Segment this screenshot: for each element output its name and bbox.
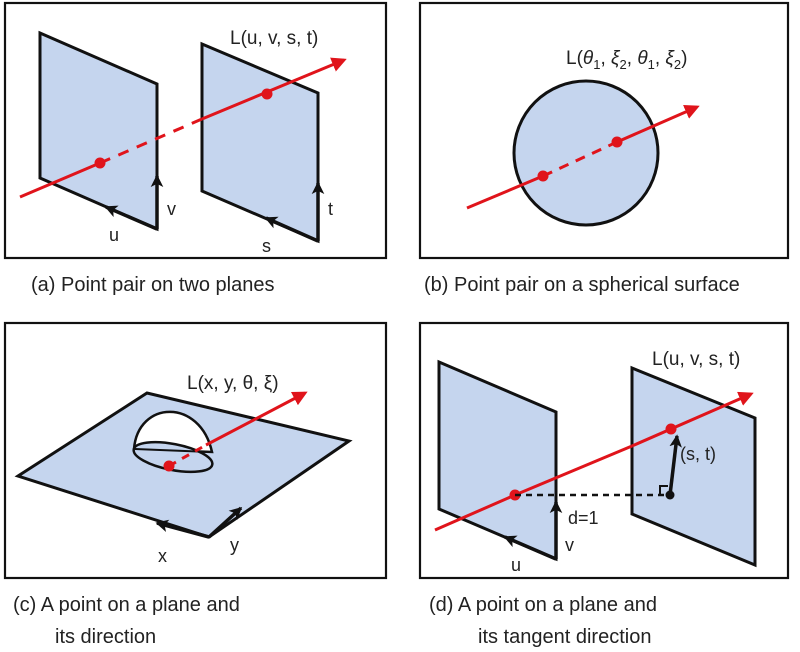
panel-c-ray-dashed: [168, 443, 207, 468]
panel-a-axis-u: u: [109, 225, 119, 245]
panel-a-ray-out: [201, 57, 347, 121]
panel-c-axis-y-arrow: [207, 506, 243, 539]
panel-c-axis-x-arrow: [155, 519, 210, 539]
panel-d: L(u, v, s, t) (s, t) d=1 u v (d) A point…: [418, 321, 790, 648]
panel-b-caption: (b) Point pair on a spherical surface: [424, 274, 740, 296]
panel-c-point: [163, 460, 175, 472]
panel-d-axis-v: v: [565, 535, 574, 555]
panel-c-caption-line2: its direction: [55, 626, 156, 648]
panel-d-caption-line2: its tangent direction: [478, 626, 651, 648]
panel-a-axis-s-arrow: [264, 216, 319, 243]
panel-b-ray-dashed: [542, 140, 618, 178]
panel-d-plane-right: [630, 365, 757, 568]
panel-b-ray-in: [466, 174, 544, 210]
panel-d-label: L(u, v, s, t): [652, 349, 740, 370]
panel-d-ray-in: [434, 493, 516, 532]
panel-a-caption: (a) Point pair on two planes: [31, 274, 274, 296]
panel-d-ray-mid: [514, 444, 633, 497]
panel-a-point-right: [261, 88, 273, 100]
panel-a-axis-s: s: [262, 236, 271, 256]
panel-d-offset-arrow: [668, 434, 682, 496]
panel-a-label: L(u, v, s, t): [230, 28, 318, 49]
panel-a-axis-v: v: [167, 199, 176, 219]
panel-c-axis-x: x: [158, 546, 167, 566]
panel-d-right-angle-mark: [659, 485, 668, 495]
panel-d-distance-label: d=1: [568, 508, 599, 528]
panel-c: L(x, y, θ, ξ) x y (c) A point on a plane…: [3, 321, 388, 648]
panel-d-axis-u-arrow: [503, 535, 557, 561]
panel-b-label: L(θ1, ξ2, θ1, ξ2): [566, 48, 687, 72]
panel-a-axis-t: t: [328, 199, 333, 219]
panel-a-axis-u-arrow: [104, 205, 158, 231]
panel-a: L(u, v, s, t) u v s t (a) Point pair on …: [3, 1, 388, 296]
panel-c-caption-line1: (c) A point on a plane and: [13, 594, 240, 616]
panel-d-offset-label: (s, t): [680, 444, 716, 464]
panel-a-point-left: [94, 157, 106, 169]
panel-c-label: L(x, y, θ, ξ): [187, 373, 279, 394]
panel-a-ray-in: [19, 161, 101, 199]
panel-c-ray-out: [205, 391, 308, 447]
panel-c-axis-y: y: [230, 535, 239, 555]
panel-b-ray-out: [616, 104, 700, 144]
panel-d-point-right: [665, 423, 677, 435]
panel-d-axis-u: u: [511, 555, 521, 575]
panel-b-point-far: [611, 136, 623, 148]
panel-b: L(θ1, ξ2, θ1, ξ2) (b) Point pair on a sp…: [418, 1, 790, 296]
panel-b-point-near: [537, 170, 549, 182]
panel-d-caption-line1: (d) A point on a plane and: [429, 594, 657, 616]
panel-b-sphere: [512, 79, 660, 227]
panel-d-ray-out: [631, 391, 754, 448]
